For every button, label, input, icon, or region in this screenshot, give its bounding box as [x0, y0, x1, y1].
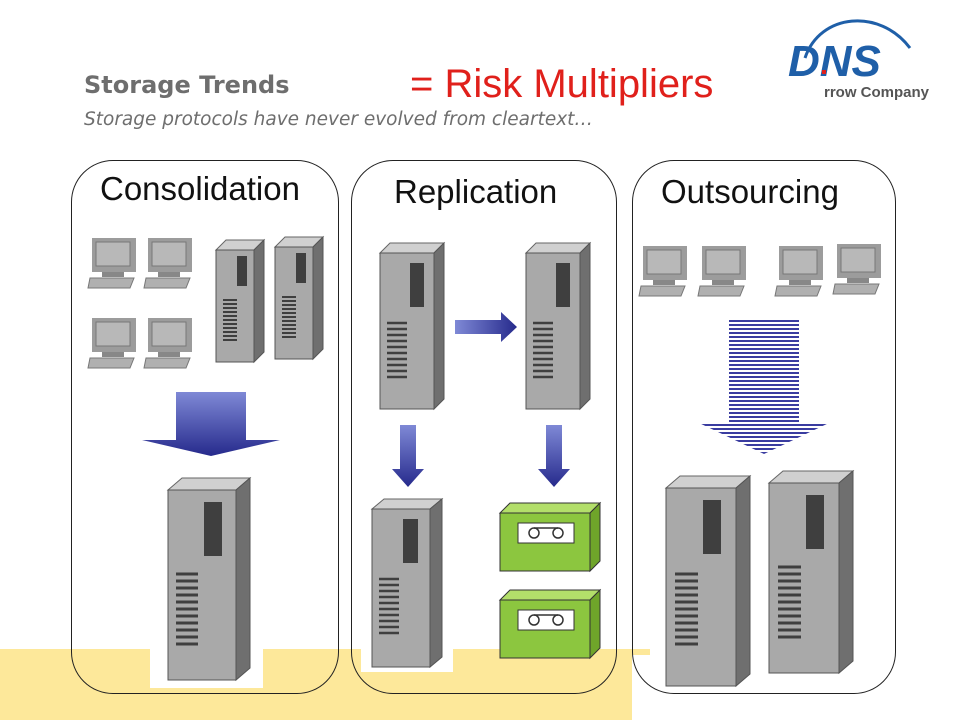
server-tower-icon	[378, 241, 446, 411]
panel-replication	[351, 160, 617, 694]
server-tower-icon	[273, 235, 325, 361]
panel-outsourcing	[632, 160, 896, 694]
server-tower-icon	[524, 241, 592, 411]
server-tower-icon	[166, 476, 252, 682]
desktop-computer-icon	[87, 238, 136, 289]
risk-multipliers-heading: = Risk Multipliers	[410, 62, 714, 106]
dns-logo: DNS	[788, 19, 912, 86]
arrow-down-icon	[392, 425, 424, 487]
page-title: Storage Trends	[84, 71, 290, 99]
panel-label-consolidation: Consolidation	[100, 170, 300, 207]
desktop-computer-icon	[774, 246, 823, 297]
panel-consolidation	[71, 160, 339, 694]
desktop-computer-icon	[638, 246, 687, 297]
server-tower-icon	[664, 474, 752, 688]
desktop-computer-icon	[143, 318, 192, 369]
tape-cartridge-icon	[498, 501, 602, 573]
panel-label-replication: Replication	[394, 173, 558, 210]
tape-cartridge-icon	[498, 588, 602, 660]
desktop-computer-icon	[697, 246, 746, 297]
server-tower-icon	[214, 238, 266, 364]
logo-letters: DNS	[788, 37, 881, 86]
logo-swoosh	[803, 19, 912, 59]
panel-label-outsourcing: Outsourcing	[661, 173, 839, 210]
desktop-computer-icon	[87, 318, 136, 369]
arrow-right-icon	[455, 312, 517, 342]
arrow-down-icon	[142, 392, 280, 456]
logo-red-dot	[822, 70, 826, 74]
page-subtitle: Storage protocols have never evolved fro…	[84, 109, 593, 130]
logo-subtext: rrow Company	[824, 84, 930, 101]
arrow-down-icon	[538, 425, 570, 487]
desktop-computer-icon	[143, 238, 192, 289]
server-tower-icon	[767, 469, 855, 675]
striped-arrow-down-icon	[697, 320, 831, 454]
desktop-computer-icon	[832, 244, 881, 295]
server-tower-icon	[370, 497, 444, 669]
